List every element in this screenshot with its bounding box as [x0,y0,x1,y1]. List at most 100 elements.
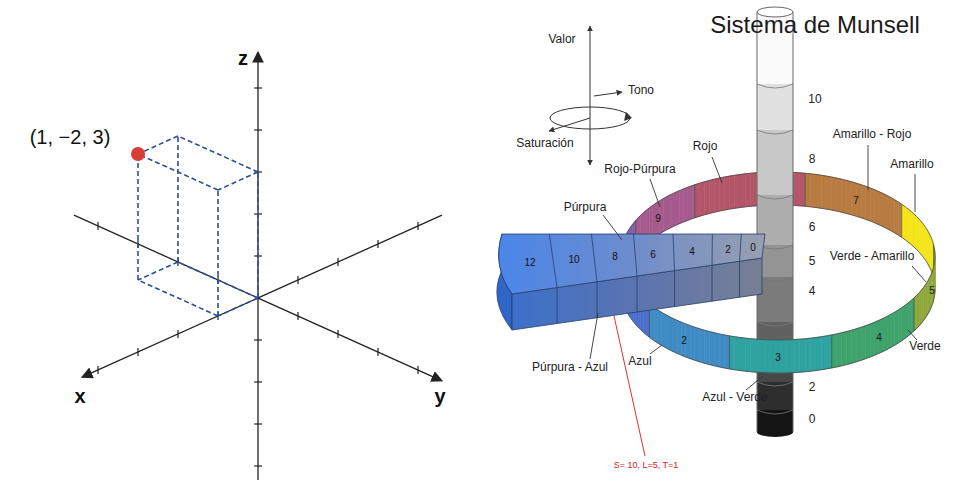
hue-divider [831,335,832,368]
axis-name: Tono [628,84,654,97]
hue-band [714,333,719,367]
hue-band [745,338,750,372]
hue-band [690,326,695,361]
value-number: 2 [809,381,816,394]
diagram-title: Sistema de Munsell [710,12,919,38]
saturation-divider [712,234,713,265]
hue-band [902,305,905,340]
hue-band [914,295,917,331]
hue-band [821,336,826,370]
axis-tick [177,330,178,338]
hue-band [883,316,887,351]
axis-tick [297,312,298,320]
leader-line [912,266,926,282]
hue-label: Amarillo - Rojo [833,128,912,141]
hue-band [709,179,714,213]
value-number: 10 [808,93,821,106]
hue-label: Verde [909,340,940,353]
hue-band [658,310,662,345]
axis-tick [137,348,138,356]
hue-band [866,186,870,221]
hue-band [847,181,852,215]
hue-band [852,329,857,363]
hue-divider [913,298,914,331]
hue-band [811,338,816,372]
hue-band [704,181,709,215]
saturation-divider [740,234,742,261]
value-divider [757,195,793,199]
axis-tick [254,129,262,130]
hue-band [805,173,810,207]
hue-band [921,222,923,258]
hue-band [695,183,700,218]
hue-band [692,185,694,219]
hue-band [857,327,862,362]
hue-band [908,209,911,244]
hue-band [811,174,816,208]
leader-line [712,157,722,183]
hue-band [870,322,874,357]
hue-band [700,182,705,216]
hue-band [654,308,657,343]
hue-band [740,338,745,372]
leader-line [908,330,917,340]
leader-line [650,345,662,354]
axis-line [257,52,258,480]
dashed-box-edge [178,136,258,172]
leader-line [603,215,622,240]
value-number: 4 [809,285,816,298]
hue-band [842,179,847,213]
hue-band [905,207,908,242]
axis-tick [97,366,98,374]
hue-band [671,193,675,228]
value-number: 5 [809,255,816,268]
hue-band [794,172,799,205]
point-label: (1, −2, 3) [30,126,111,148]
axis-label: z [238,47,248,69]
hue-band [919,290,921,326]
column-bottom [757,427,793,437]
dashed-box-edge [217,190,219,316]
hue-number: 5 [929,285,935,296]
dashed-box-edge [218,172,258,190]
wedge-top [499,234,765,294]
value-number: 8 [809,153,816,166]
hue-band [673,318,677,353]
saturation-number: 8 [612,251,618,262]
dashed-box-edge [257,172,259,298]
hue-band [724,176,729,210]
hue-band [800,339,805,372]
saturation-divider [637,276,638,312]
saturation-divider [739,261,740,297]
hue-band [895,200,899,235]
value-band [757,84,793,131]
saturation-divider [634,234,638,276]
hue-band [875,190,879,225]
hue-band [861,326,866,361]
value-number: 6 [809,221,816,234]
axis-tick [297,276,298,284]
annotation-leader [614,316,645,456]
hue-band [919,219,921,255]
hue-band [695,327,700,362]
hue-band [724,335,729,369]
dashed-box-edge [138,280,218,316]
axis-line [82,215,442,377]
leader-line [590,313,598,359]
hue-divider [805,173,806,206]
hue-band [891,198,895,233]
axis-tick [337,258,338,266]
hue-divider [901,204,902,237]
saturation-number: 2 [725,244,731,255]
hue-band [661,312,665,347]
hue-band [837,178,842,212]
axis-tick [337,330,338,338]
value-number: 0 [809,413,816,426]
annotation-label: S= 10, L=5, T=1 [614,461,679,471]
hue-band [917,217,919,253]
hue-band [651,305,654,340]
hue-band [667,195,671,230]
leader-line [746,376,763,390]
hue-label: Azul [628,355,651,368]
hue-band [837,333,842,367]
